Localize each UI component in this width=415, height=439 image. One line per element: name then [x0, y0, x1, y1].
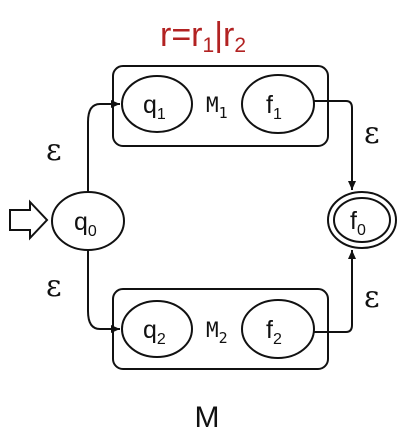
start-arrow [9, 199, 49, 241]
diagram-title: r=r1|r2 [160, 16, 246, 57]
state-f2-label: f2 [266, 316, 282, 348]
transition-f2-f0 [314, 250, 356, 333]
state-q2 [121, 300, 193, 358]
state-f0-outer [327, 191, 397, 249]
state-q1-label: q1 [143, 91, 166, 123]
transition-q0-q1 [87, 100, 120, 192]
state-q1 [121, 75, 193, 133]
state-q2-label: q2 [143, 316, 166, 348]
state-f1-label: f1 [266, 91, 282, 123]
machine-m1-label: M1 [206, 93, 228, 122]
diagram-caption: M [195, 401, 220, 434]
epsilon-label-q0-q1: ε [46, 133, 62, 168]
state-f1 [241, 74, 315, 134]
state-q0 [51, 191, 125, 251]
state-f0-label: f0 [350, 207, 366, 239]
transition-f1-f0 [314, 100, 356, 190]
epsilon-label-f1-f0: ε [364, 116, 380, 151]
machine-m2-label: M2 [206, 318, 228, 347]
transition-q0-q2 [87, 250, 120, 333]
state-q0-label: q0 [74, 208, 97, 240]
epsilon-label-q0-q2: ε [46, 269, 62, 304]
state-f2 [241, 299, 315, 359]
state-f0-inner [333, 197, 391, 243]
epsilon-label-f2-f0: ε [364, 280, 380, 315]
